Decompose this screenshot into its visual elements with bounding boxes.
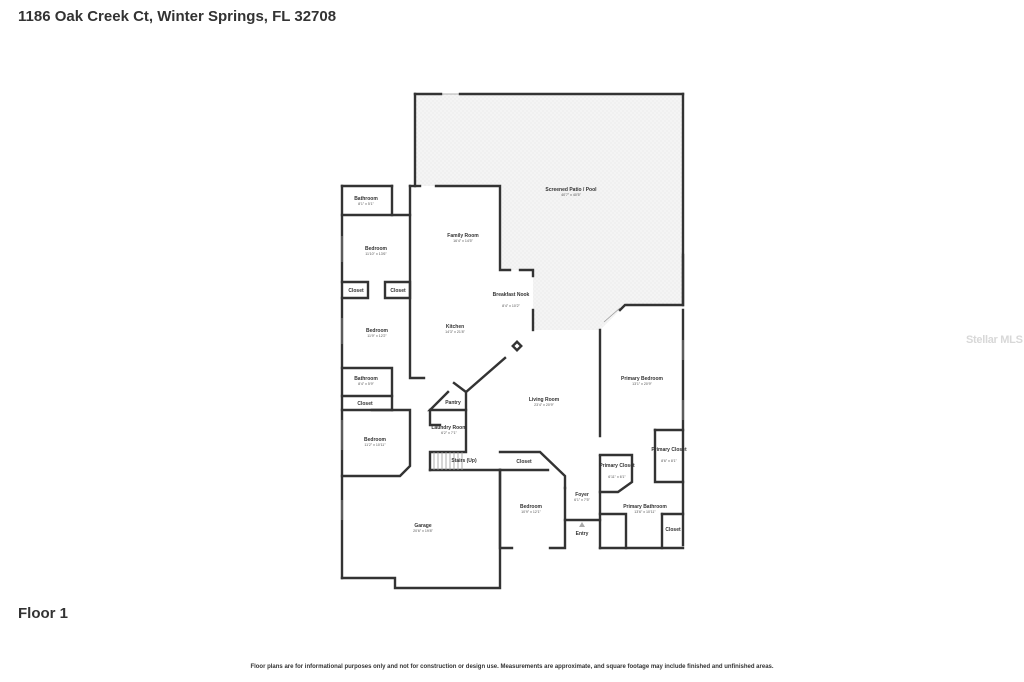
- room-dim-bed3: 11'2" x 10'11": [364, 443, 386, 447]
- room-dim-primary-closet2: 6'11" x 6'1": [608, 475, 626, 479]
- room-label-patio: Screened Patio / Pool: [545, 187, 597, 193]
- room-label-bed1: Bedroom: [365, 246, 388, 252]
- room-dim-primary-bath: 13'6" x 10'11": [634, 510, 656, 514]
- room-label-primary-bath: Primary Bathroom: [623, 504, 667, 510]
- screened-patio-area: [415, 94, 683, 330]
- room-dim-bed1: 11'10" x 13'6": [365, 252, 387, 256]
- stairs-treads: [433, 452, 463, 470]
- room-label-kitchen: Kitchen: [446, 324, 464, 330]
- room-dim-primary-bed: 13'1" x 20'9": [632, 382, 652, 386]
- floor-label: Floor 1: [18, 605, 69, 622]
- room-label-bed3: Bedroom: [364, 437, 387, 443]
- room-label-closet1: Closet: [348, 288, 364, 294]
- windows: [341, 236, 684, 520]
- room-dim-kitchen: 14'3" x 21'8": [445, 330, 465, 334]
- room-dim-living: 23'4" x 20'9": [534, 403, 554, 407]
- room-label-foyer: Foyer: [575, 492, 589, 498]
- room-dim-laundry: 6'2" x 7'1": [441, 431, 457, 435]
- room-label-primary-closet2: Primary Closet: [599, 463, 635, 469]
- room-label-closet3: Closet: [357, 401, 373, 407]
- disclaimer-text: Floor plans are for informational purpos…: [250, 664, 774, 670]
- room-label-stairs: Stairs (Up): [451, 458, 477, 464]
- room-label-bath1: Bathroom: [354, 196, 378, 202]
- watermark-logo: Stellar MLS: [966, 334, 1023, 346]
- room-label-pantry: Pantry: [445, 400, 461, 406]
- room-label-family: Family Room: [447, 233, 479, 239]
- room-label-closet2: Closet: [390, 288, 406, 294]
- room-label-garage: Garage: [414, 523, 431, 529]
- room-dim-primary-closet1: 8'6" x 8'1": [661, 459, 677, 463]
- property-address: 1186 Oak Creek Ct, Winter Springs, FL 32…: [18, 8, 337, 25]
- room-label-bath2: Bathroom: [354, 376, 378, 382]
- room-dim-bath2: 8'4" x 5'9": [358, 382, 374, 386]
- room-dim-bed2: 11'9" x 12'2": [367, 334, 387, 338]
- room-dim-bed4: 10'9" x 12'1": [521, 510, 541, 514]
- room-dim-bath1: 8'1" x 5'1": [358, 202, 374, 206]
- room-label-entry: Entry: [576, 531, 589, 537]
- room-label-primary-closet1: Primary Closet: [651, 447, 687, 453]
- room-dim-nook: 8'4" x 10'2": [502, 304, 520, 308]
- room-dim-foyer: 6'1" x 7'5": [574, 498, 590, 502]
- room-label-laundry: Laundry Room: [431, 425, 467, 431]
- room-label-primary-bed: Primary Bedroom: [621, 376, 664, 382]
- interior-walls: [340, 184, 685, 550]
- room-label-closet5: Closet: [665, 527, 681, 533]
- entry-arrow-icon: [579, 522, 585, 527]
- room-dim-garage: 20'6" x 19'8": [413, 529, 433, 533]
- room-label-bed4: Bedroom: [520, 504, 543, 510]
- room-label-living: Living Room: [529, 397, 560, 403]
- room-label-nook: Breakfast Nook: [493, 292, 530, 298]
- room-label-bed2: Bedroom: [366, 328, 389, 334]
- room-label-closet4: Closet: [516, 459, 532, 465]
- room-dim-family: 16'4" x 14'5": [453, 239, 473, 243]
- room-dim-patio: 40'7" x 40'5": [561, 193, 581, 197]
